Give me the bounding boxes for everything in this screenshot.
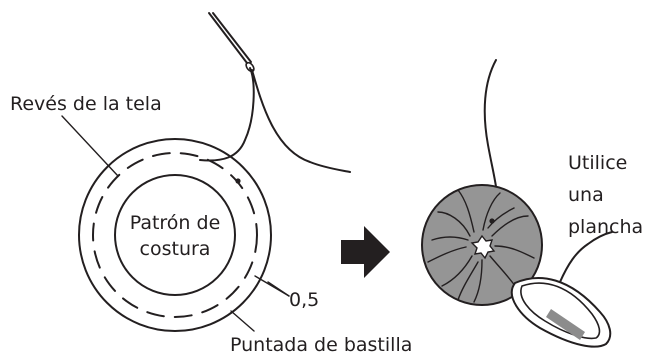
leader-wrong-side	[61, 115, 119, 177]
needle-icon	[208, 12, 255, 73]
iron-icon	[510, 231, 613, 348]
wrong-side-label: Revés de la tela	[10, 93, 162, 115]
leader-running-stitch	[230, 310, 255, 332]
right-arrow-icon	[341, 226, 390, 278]
iron-label-line1: Utilice	[568, 152, 627, 174]
iron-label-line2: una	[568, 184, 604, 206]
iron-body	[520, 282, 601, 340]
running-stitch-line	[92, 152, 258, 318]
pattern-label-line1: Patrón de	[130, 212, 221, 234]
iron-handle	[546, 309, 585, 340]
iron-cord	[559, 231, 613, 283]
pattern-circle	[114, 174, 236, 296]
pattern-label-line2: costura	[140, 238, 211, 260]
thread-left	[199, 67, 351, 173]
gathered-center	[470, 234, 496, 260]
knot-dot-right	[489, 218, 495, 224]
fabric-circle	[78, 138, 272, 332]
seam-allowance-label: 0,5	[289, 289, 319, 311]
iron-label-line3: plancha	[568, 216, 643, 238]
leader-seam-b	[267, 281, 290, 297]
running-stitch-label: Puntada de bastilla	[230, 334, 412, 356]
